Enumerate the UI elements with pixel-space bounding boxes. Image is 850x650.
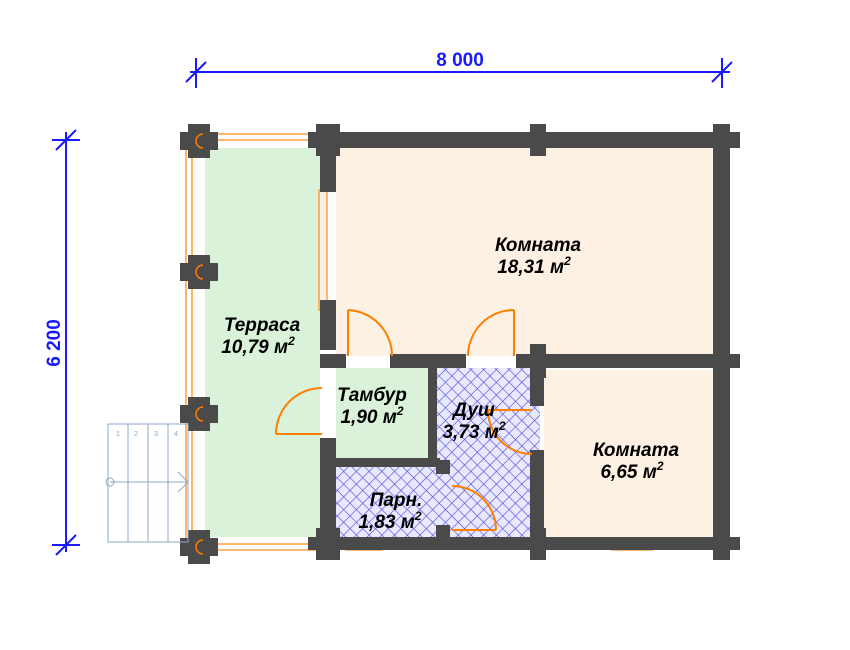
room-large-floor — [336, 148, 721, 356]
step-number: 3 — [154, 431, 158, 438]
room-label-vestibule: Тамбур 1,90 м2 — [337, 385, 407, 428]
terrace-post — [180, 255, 218, 289]
terrace-posts — [180, 124, 218, 564]
room-name: Парн. — [370, 490, 423, 511]
room-small-floor — [544, 370, 721, 537]
doors — [275, 309, 533, 531]
room-name: Комната — [495, 235, 582, 256]
step-number: 1 — [116, 431, 120, 438]
door-room-vestibule — [347, 309, 394, 357]
room-name: Тамбур — [337, 385, 407, 406]
stairs: 1 2 3 4 — [105, 423, 189, 543]
height-label: 6 200 — [44, 319, 65, 367]
terrace-railing — [185, 133, 320, 551]
room-area: 10,79 м2 — [221, 334, 295, 358]
room-label-steam-room: Парн. 1,83 м2 — [358, 490, 422, 533]
room-area: 3,73 м2 — [442, 419, 505, 443]
room-name: Комната — [593, 440, 680, 461]
log-corners — [308, 124, 740, 560]
terrace-floor — [205, 148, 320, 537]
room-label-terrace: Терраса 10,79 м2 — [221, 315, 300, 358]
room-label-room-large: Комната 18,31 м2 — [495, 235, 582, 278]
room-label-shower: Душ 3,73 м2 — [442, 400, 505, 443]
vestibule-floor — [336, 368, 430, 458]
door-steam-room — [451, 485, 497, 531]
room-name: Душ — [451, 400, 495, 421]
room-area: 6,65 м2 — [600, 459, 663, 483]
room-area: 1,90 м2 — [340, 404, 403, 428]
room-area: 1,83 м2 — [358, 509, 421, 533]
steam-room-floor — [336, 466, 440, 537]
room-area: 18,31 м2 — [497, 254, 571, 278]
room-label-room-small: Комната 6,65 м2 — [593, 440, 680, 483]
terrace-post — [180, 124, 218, 158]
door-terrace-vestibule — [275, 387, 323, 435]
room-name: Терраса — [224, 315, 301, 336]
door-room-shower — [467, 309, 515, 357]
step-number: 4 — [174, 431, 178, 438]
terrace-post — [180, 530, 218, 564]
door-shower — [487, 409, 533, 455]
terrace-post — [180, 397, 218, 431]
width-label: 8 000 — [436, 50, 484, 71]
dimension-height: 6 200 — [44, 129, 80, 556]
step-number: 2 — [134, 431, 138, 438]
dimension-width: 8 000 — [185, 50, 733, 88]
